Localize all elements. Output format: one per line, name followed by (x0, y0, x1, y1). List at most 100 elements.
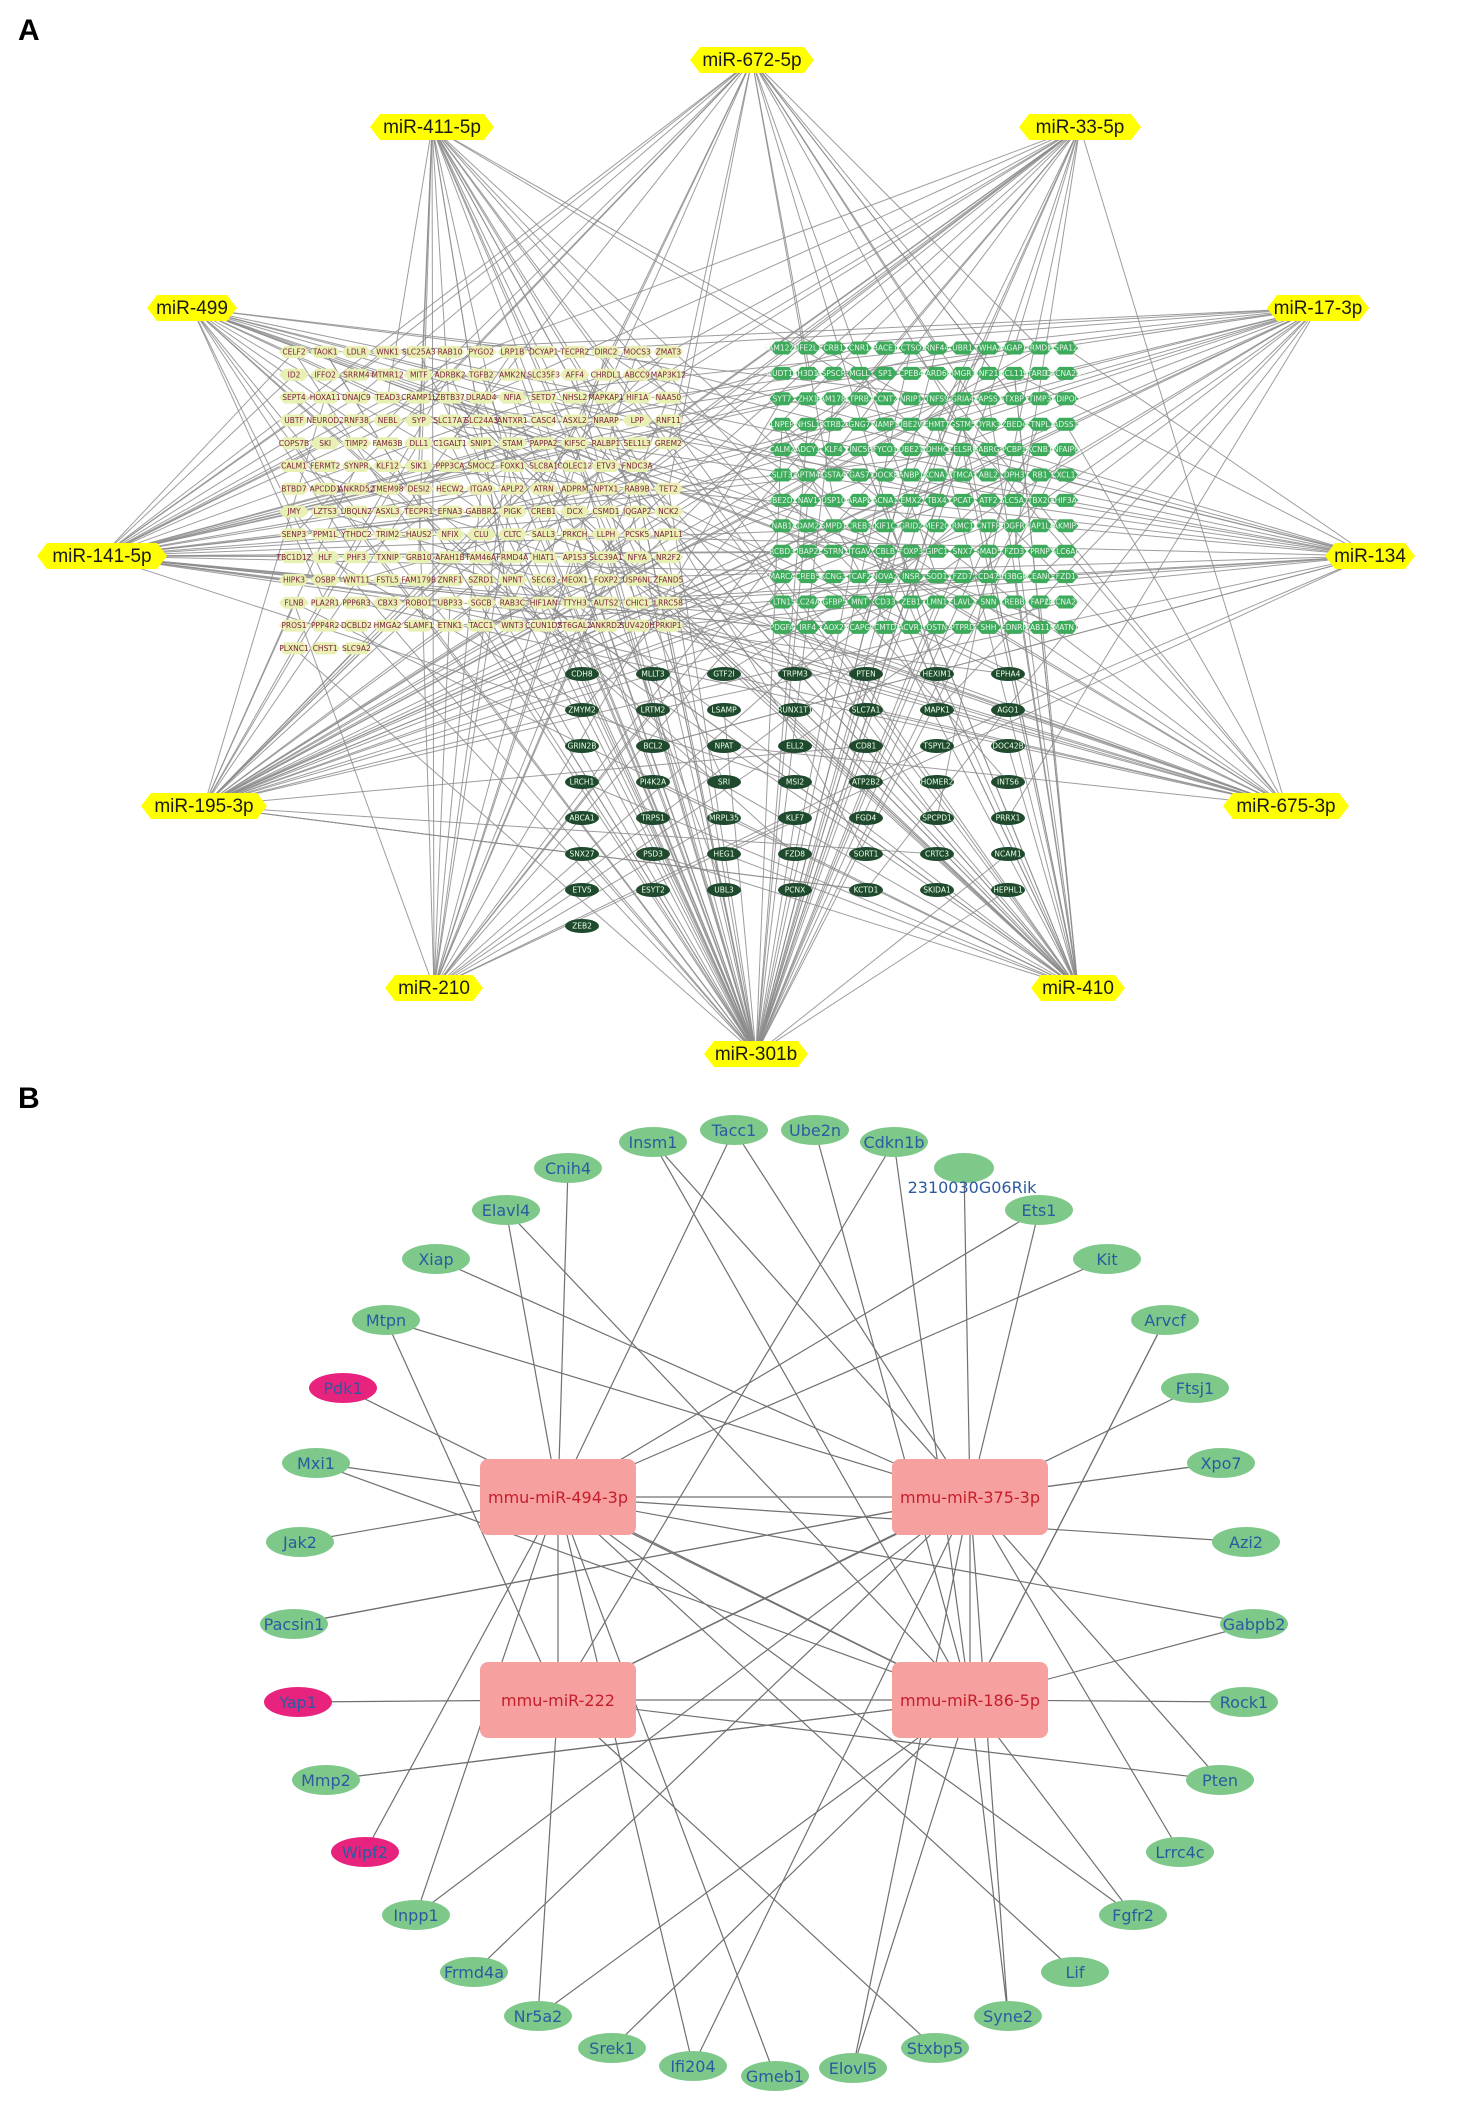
gene-node-lrrc4c[interactable]: Lrrc4c (1146, 1837, 1214, 1867)
gene-node-green-1-7[interactable]: BMGR1 (949, 366, 977, 380)
gene-node-azi2[interactable]: Azi2 (1212, 1527, 1280, 1557)
gene-node-green-7-2[interactable]: SMPD1 (820, 519, 847, 533)
gene-node-green-0-8[interactable]: YWHAZ (973, 341, 1002, 355)
gene-node-green-11-1[interactable]: IRF4 (795, 620, 821, 634)
gene-node-srek1[interactable]: Srek1 (578, 2033, 646, 2063)
gene-node-yellow-12-5[interactable]: ETNK1 (435, 619, 465, 632)
gene-node-dark-2-1[interactable]: BCL2 (636, 739, 670, 753)
gene-node-pacsin1[interactable]: Pacsin1 (260, 1609, 328, 1639)
gene-node-syne2[interactable]: Syne2 (974, 2001, 1042, 2031)
gene-node-green-11-8[interactable]: SHH (975, 620, 1001, 634)
gene-node-dark-7-0[interactable]: ZEB2 (565, 919, 599, 933)
gene-node-green-0-4[interactable]: BACE1 (872, 341, 898, 355)
gene-node-yellow-9-6[interactable]: FAM46A (466, 551, 497, 564)
gene-node-green-4-4[interactable]: FYCO1 (872, 443, 898, 457)
gene-node-ube2n[interactable]: Ube2n (781, 1115, 849, 1145)
gene-node-fgfr2[interactable]: Fgfr2 (1099, 1900, 1167, 1930)
gene-node-wipf2[interactable]: Wipf2 (331, 1837, 399, 1867)
gene-node-dark-1-5[interactable]: MAPK1 (920, 703, 954, 717)
gene-node-dark-2-6[interactable]: DOC42B (991, 739, 1025, 753)
gene-node-yellow-10-2[interactable]: WNT11 (341, 574, 372, 586)
gene-node-yellow-6-12[interactable]: TET2 (653, 482, 684, 495)
gene-node-yellow-0-4[interactable]: SLC25A3 (402, 346, 436, 358)
gene-node-dark-3-3[interactable]: MSI2 (778, 775, 812, 789)
gene-node-dark-0-1[interactable]: MLLT3 (636, 667, 670, 681)
gene-node-green-3-2[interactable]: KTRB2 (821, 417, 847, 431)
gene-node-gmeb1[interactable]: Gmeb1 (741, 2061, 809, 2091)
gene-node-green-11-0[interactable]: PDGFA (769, 620, 796, 634)
gene-node-yellow-11-0[interactable]: FLNB (279, 596, 309, 609)
gene-node-green-9-4[interactable]: NOVA2 (872, 570, 898, 584)
gene-node-green-2-7[interactable]: GRIA4 (950, 392, 976, 406)
gene-node-yellow-9-2[interactable]: PHF3 (341, 551, 372, 564)
gene-node-yellow-2-0[interactable]: SEPT4 (279, 391, 309, 404)
gene-node-green-11-3[interactable]: NCAPG2 (844, 620, 875, 634)
gene-node-stxbp5[interactable]: Stxbp5 (901, 2033, 969, 2063)
gene-node-yellow-8-9[interactable]: PRKCH (559, 528, 590, 541)
gene-node-yellow-2-11[interactable]: HIF1A (622, 391, 653, 404)
gene-node-green-10-8[interactable]: SNN (975, 595, 1001, 609)
gene-node-yellow-2-3[interactable]: TEAD3 (372, 391, 403, 404)
hub-node-mmu-mir-494-3p[interactable]: mmu-miR-494-3p (480, 1459, 636, 1535)
gene-node-green-8-7[interactable]: SNX7 (950, 544, 976, 558)
gene-node-yellow-12-4[interactable]: SLAMF1 (403, 619, 434, 632)
gene-node-green-5-0[interactable]: SLIT3 (769, 468, 795, 482)
gene-node-yap1[interactable]: Yap1 (264, 1687, 332, 1717)
gene-node-green-3-4[interactable]: NAMPT (872, 417, 899, 431)
gene-node-green-9-2[interactable]: KCNG3 (821, 570, 847, 584)
gene-node-dark-2-3[interactable]: ELL2 (778, 739, 812, 753)
gene-node-green-2-3[interactable]: KTPRB2 (845, 392, 874, 406)
gene-node-yellow-3-9[interactable]: ASXL2 (559, 414, 590, 427)
gene-node-yellow-9-11[interactable]: NFYA (622, 551, 653, 564)
gene-node-yellow-8-7[interactable]: CLTC (497, 528, 528, 541)
gene-node-green-1-9[interactable]: BCL11B (1000, 366, 1029, 380)
gene-node-tacc1[interactable]: Tacc1 (700, 1115, 768, 1145)
gene-node-yellow-3-0[interactable]: UBTF (279, 414, 309, 427)
gene-node-frmd4a[interactable]: Frmd4a (440, 1957, 508, 1987)
gene-node-yellow-0-7[interactable]: LRP1B (497, 346, 528, 358)
mirna-node-mir-141-5p[interactable]: miR-141-5p (37, 543, 167, 569)
gene-node-yellow-13-1[interactable]: CHST1 (310, 642, 341, 655)
gene-node-green-9-11[interactable]: FZD1 (1053, 570, 1079, 584)
gene-node-green-10-7[interactable]: ELAVL2 (949, 595, 977, 609)
gene-node-yellow-7-9[interactable]: DCX (559, 505, 590, 518)
gene-node-yellow-10-0[interactable]: HIPK3 (279, 574, 309, 586)
gene-node-green-7-1[interactable]: ADAM22 (792, 519, 824, 533)
gene-node-yellow-5-10[interactable]: ETV3 (591, 460, 621, 472)
hub-node-mmu-mir-375-3p[interactable]: mmu-miR-375-3p (892, 1459, 1048, 1535)
gene-node-xiap[interactable]: Xiap (402, 1244, 470, 1274)
gene-node-green-0-3[interactable]: CNR1 (846, 341, 872, 355)
gene-node-green-7-0[interactable]: NAB1 (769, 519, 795, 533)
gene-node-dark-4-6[interactable]: PRRX1 (991, 811, 1025, 825)
gene-node-green-10-11[interactable]: CACNA2D2 (1045, 595, 1087, 609)
gene-node-yellow-9-9[interactable]: AP1S3 (559, 551, 590, 564)
gene-node-yellow-7-10[interactable]: CSMD1 (591, 505, 621, 518)
gene-node-yellow-12-12[interactable]: PRKIP1 (653, 619, 684, 632)
gene-node-green-8-1[interactable]: UBAP2L (793, 544, 823, 558)
gene-node-elavl4[interactable]: Elavl4 (472, 1195, 540, 1225)
gene-node-green-0-6[interactable]: RNF44 (924, 341, 949, 355)
gene-node-green-7-11[interactable]: JAKMIP1 (1050, 519, 1081, 533)
gene-node-dark-1-2[interactable]: LSAMP (707, 703, 741, 717)
gene-node-green-6-4[interactable]: CACNA1B (867, 493, 903, 507)
gene-node-green-2-11[interactable]: ADIPOQ (1051, 392, 1081, 406)
gene-node-green-10-6[interactable]: LMN1 (924, 595, 950, 609)
gene-node-green-11-4[interactable]: PCMTD1 (870, 620, 902, 634)
gene-node-yellow-6-7[interactable]: APLP2 (497, 482, 528, 495)
gene-node-mtpn[interactable]: Mtpn (352, 1305, 420, 1335)
gene-node-yellow-1-12[interactable]: MAP3K12 (651, 368, 687, 381)
gene-node-yellow-5-7[interactable]: FOXK1 (497, 460, 528, 472)
gene-node-green-0-11[interactable]: HSPA12A (1049, 341, 1084, 355)
gene-node-dark-2-4[interactable]: CD81 (849, 739, 883, 753)
gene-node-green-0-1[interactable]: NFE2L1 (794, 341, 823, 355)
gene-node-yellow-9-12[interactable]: NR2F2 (653, 551, 684, 564)
gene-node-green-5-4[interactable]: DOCK3 (872, 468, 899, 482)
gene-node-dark-4-0[interactable]: ABCA1 (565, 811, 599, 825)
gene-node-green-9-1[interactable]: CREB5 (795, 570, 821, 584)
gene-node-green-7-3[interactable]: CREB3 (847, 519, 872, 533)
gene-node-green-6-10[interactable]: TBX20 (1027, 493, 1053, 507)
gene-node-yellow-3-11[interactable]: LPP (622, 414, 653, 427)
gene-node-dark-0-0[interactable]: CDH8 (565, 667, 599, 681)
gene-node-green-8-0[interactable]: RCBD3 (769, 544, 795, 558)
gene-node-green-0-10[interactable]: ORMDL3 (1024, 341, 1057, 355)
